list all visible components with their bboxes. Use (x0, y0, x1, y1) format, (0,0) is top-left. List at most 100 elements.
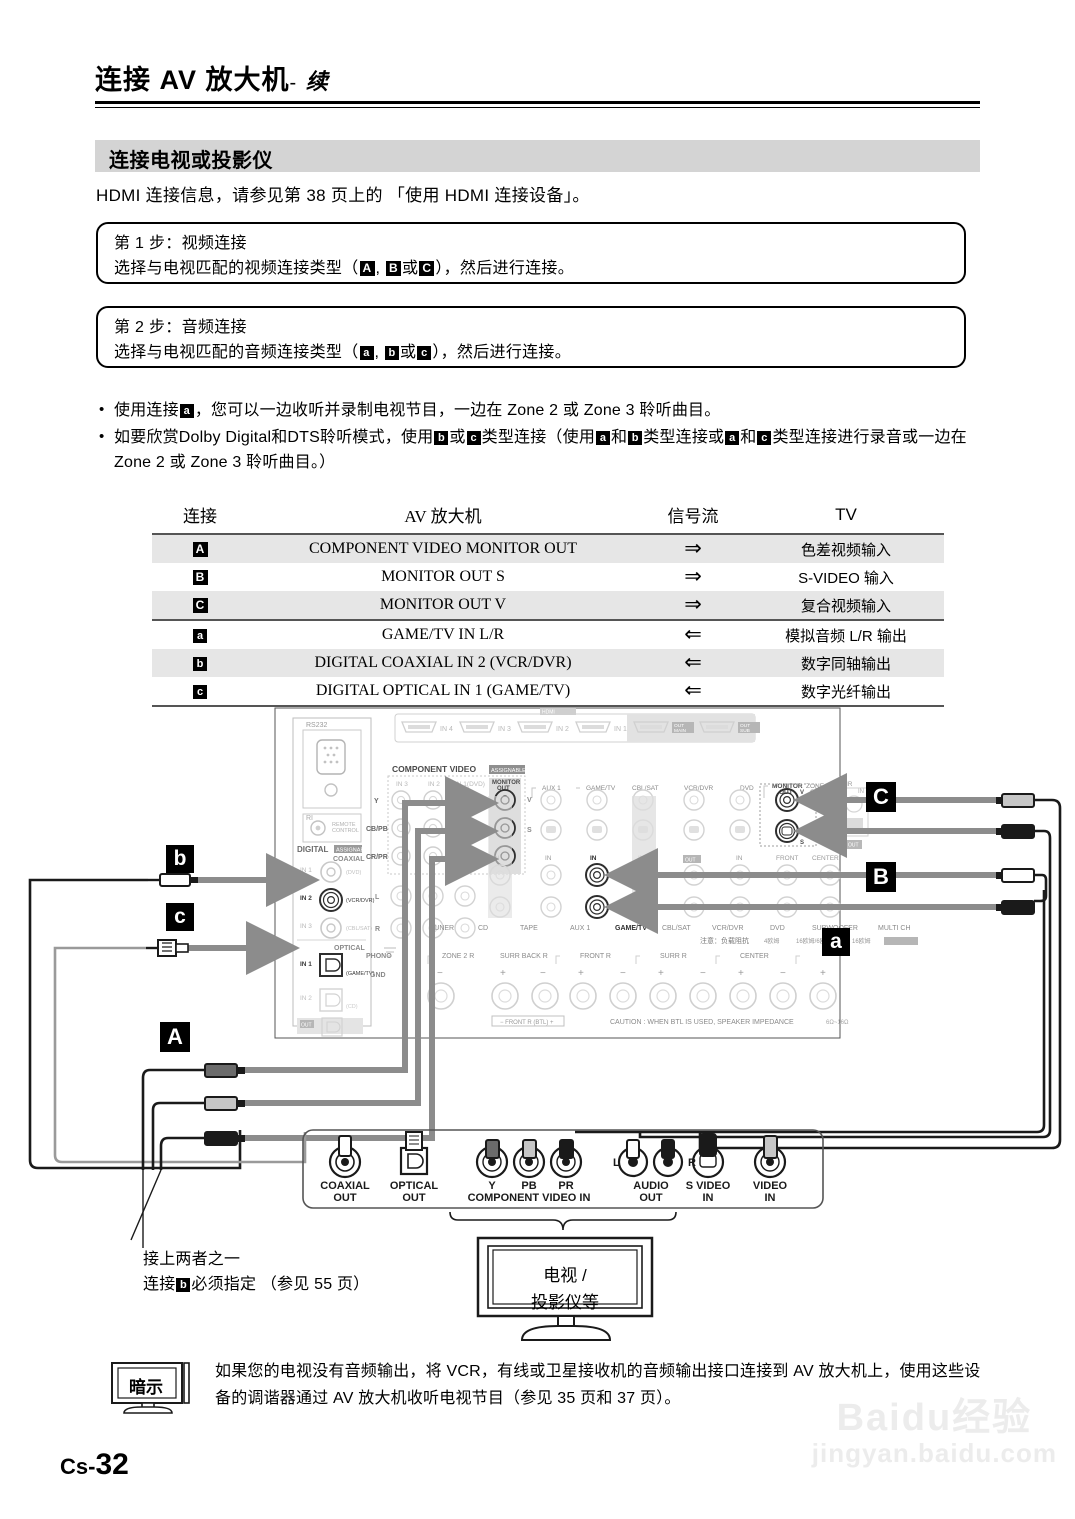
svg-text:IN: IN (736, 855, 743, 862)
diagram-marker-b: b (166, 845, 194, 873)
svg-text:Y: Y (488, 1180, 496, 1192)
svg-text:OUT: OUT (639, 1192, 663, 1204)
cell-signal-arrow-right-icon: ⇒ (638, 534, 748, 563)
page-title-dash: - (289, 72, 298, 94)
diagram-marker-a: a (822, 928, 850, 956)
svg-text:CB/PB: CB/PB (366, 826, 388, 833)
svg-text:IN: IN (590, 855, 597, 862)
coaxial-plug-b (148, 873, 198, 887)
step2-body-post: ），然后进行连接。 (432, 344, 572, 361)
th-connection: 连接 (183, 507, 217, 526)
marker-chip-b: b (385, 346, 400, 360)
intro-paragraph: HDMI 连接信息，请参见第 38 页上的 「使用 HDMI 连接设备」。 (96, 186, 590, 205)
cell-amplifier: MONITOR OUT S (381, 568, 505, 585)
svg-text:COAXIAL: COAXIAL (333, 856, 365, 863)
svg-text:+: + (500, 968, 506, 979)
marker-chip-a: a (359, 346, 374, 360)
svg-text:IN 1: IN 1 (300, 961, 312, 968)
tv-label-line1: 电视 / (543, 1266, 587, 1285)
video-plug-C (996, 793, 1035, 808)
th-tv: TV (835, 504, 857, 524)
svg-text:R: R (375, 926, 380, 933)
note-line2-pre: 连接 (143, 1276, 176, 1293)
svg-text:CD: CD (478, 925, 488, 932)
cell-signal-arrow-left-icon: ⇐ (638, 649, 748, 677)
header-rule-thin (95, 107, 980, 108)
tip-label: 暗示 (129, 1378, 163, 1397)
svg-text:IN 2: IN 2 (300, 895, 312, 902)
svg-text:REMOTE: REMOTE (332, 822, 356, 828)
svg-text:16欧姆/6欧姆: 16欧姆/6欧姆 (796, 937, 832, 945)
bullet2-p5: 类型连接或 (643, 429, 725, 446)
label-s-video-in: S VIDEO (686, 1180, 731, 1192)
jack-audio-out-r (652, 1139, 684, 1178)
marker-chip-c: c (417, 346, 432, 360)
header-rule-thick (95, 101, 980, 104)
svg-text:CONTROL: CONTROL (332, 828, 359, 834)
section-heading-text: 连接电视或投影仪 (109, 150, 273, 172)
cell-signal-arrow-left-icon: ⇐ (638, 677, 748, 707)
svg-text:GND: GND (370, 972, 386, 979)
svg-text:−: − (540, 968, 546, 979)
svg-text:AUX 1: AUX 1 (542, 785, 561, 792)
marker-chip-b: b (628, 431, 643, 445)
bullet2-p3: 类型连接（使用 (481, 429, 596, 446)
svg-text:DIGITAL: DIGITAL (297, 845, 329, 854)
svg-text:VCR/DVR: VCR/DVR (684, 785, 714, 792)
svg-text:SURR R: SURR R (660, 953, 687, 960)
svg-text:ZONE 2 R: ZONE 2 R (442, 953, 474, 960)
svg-text:R: R (688, 1157, 696, 1169)
page-number-prefix: Cs- (60, 1454, 96, 1479)
svg-text:PB: PB (521, 1180, 536, 1192)
jack-s-video-in (691, 1133, 725, 1179)
marker-chip-a: a (193, 628, 207, 643)
svg-text:COMPONENT VIDEO: COMPONENT VIDEO (392, 764, 476, 774)
svg-text:−: − (437, 968, 443, 979)
cell-tv: 数字光纤输出 (748, 677, 944, 707)
jack-component-pr (549, 1139, 583, 1179)
bullet1-p1: 使用连接 (114, 402, 179, 419)
cell-signal-arrow-right-icon: ⇒ (638, 591, 748, 620)
cell-tv: 模拟音频 L/R 输出 (748, 619, 944, 649)
svg-text:GAME/TV: GAME/TV (586, 785, 616, 792)
jack-video-in (753, 1135, 787, 1179)
svg-text:− FRONT R (BTL) +: − FRONT R (BTL) + (500, 1020, 554, 1026)
tip-icon (111, 1362, 190, 1414)
th-signal-flow: 信号流 (667, 507, 719, 526)
connection-diagram: RS232 RI REMOTE CONTROL DIGITAL ASSIGNAB… (0, 700, 1075, 1260)
cell-amplifier: DIGITAL OPTICAL IN 1 (GAME/TV) (248, 677, 638, 707)
bullet2-p7: 类型连接进行录音或一边在 Zone 2 或 Zone 3 聆听曲目。） (114, 429, 967, 471)
cell-tv: 色差视频输入 (748, 534, 944, 563)
svg-text:−: − (700, 968, 706, 979)
connection-table: 连接 AV 放大机 信号流 TV A COMPONENT VIDEO MONIT… (152, 500, 944, 707)
jack-component-y (475, 1139, 509, 1179)
svg-text:OUT: OUT (402, 1192, 426, 1204)
svg-text:HDMI: HDMI (542, 710, 555, 716)
svg-text:RS232: RS232 (306, 722, 328, 729)
cell-amplifier: MONITOR OUT V (248, 591, 638, 620)
marker-chip-A: A (192, 541, 208, 557)
svg-text:OUT: OUT (810, 789, 824, 796)
page-number: Cs-32 (60, 1448, 129, 1482)
bullet2-p6: 和 (740, 429, 757, 446)
marker-chip-b: b (434, 431, 449, 445)
marker-chip-B: B (192, 569, 208, 585)
svg-text:CR/PR: CR/PR (366, 854, 388, 861)
step1-title: 第 1 步：视频连接 (114, 235, 247, 252)
cell-connection: A (152, 534, 248, 563)
svg-text:PR: PR (558, 1180, 573, 1192)
svg-text:OUT: OUT (674, 723, 684, 729)
svideo-plug-B (996, 824, 1035, 839)
tv-label: 电视 / 投影仪等 (470, 1262, 660, 1316)
cell-tv: 复合视频输入 (748, 591, 944, 620)
svg-text:S: S (527, 827, 532, 834)
svg-text:IN 2: IN 2 (428, 781, 440, 788)
marker-chip-c: c (757, 431, 772, 445)
jack-optical-out (399, 1131, 429, 1176)
